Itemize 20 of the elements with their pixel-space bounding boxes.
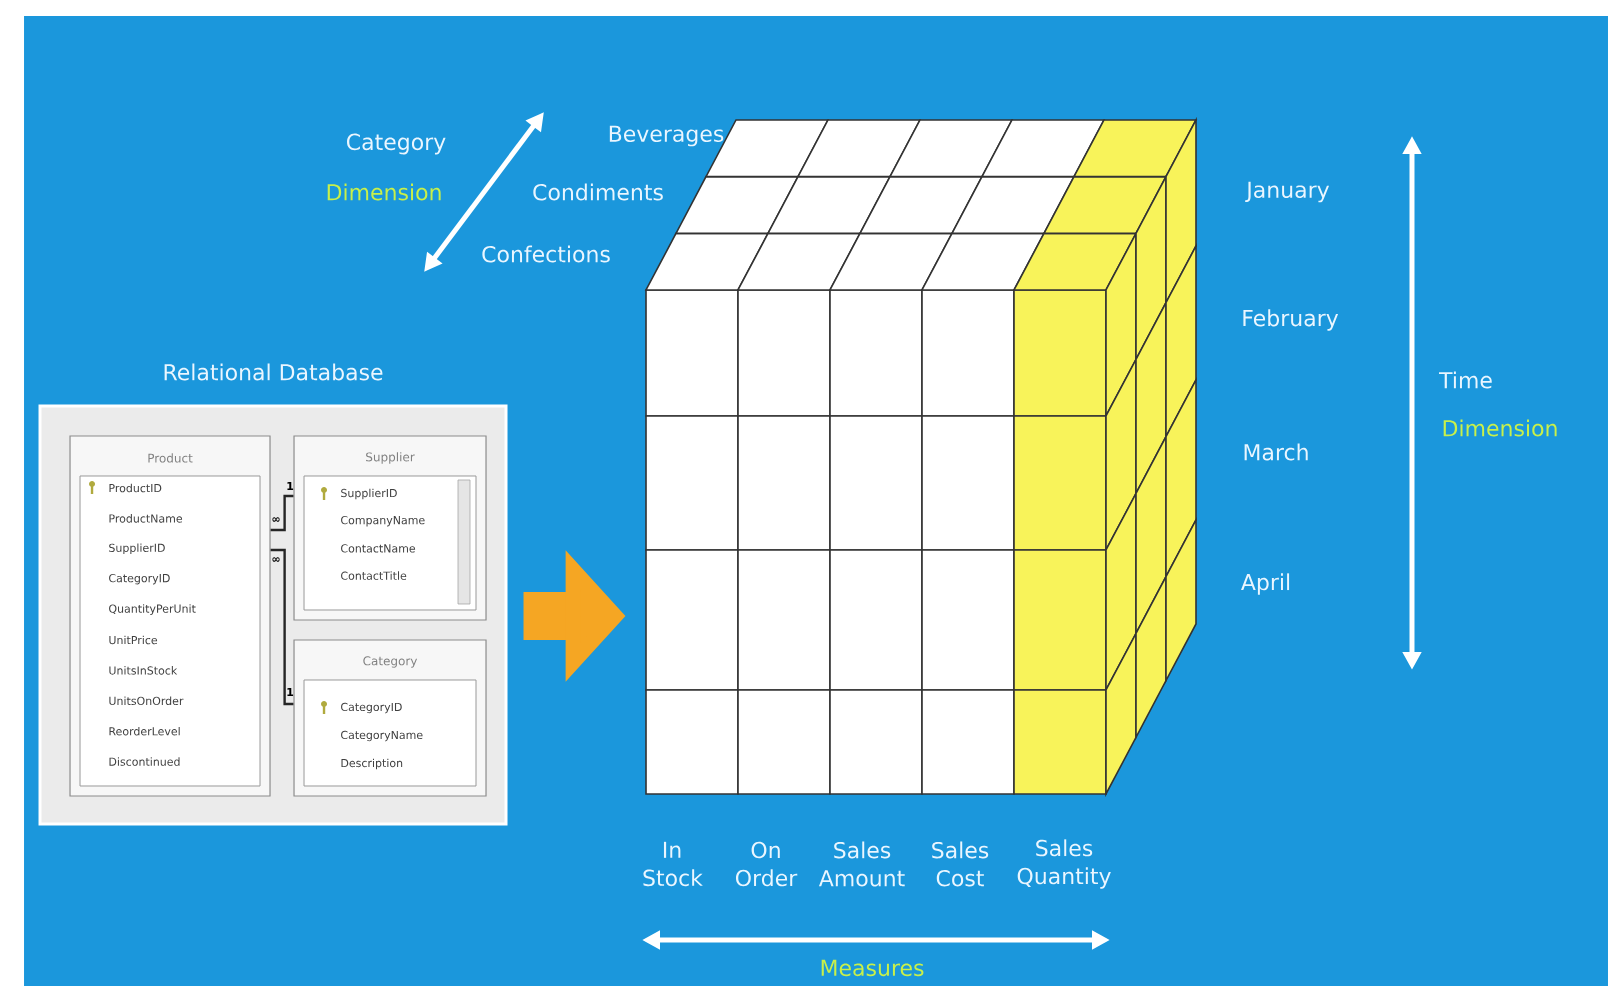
category-label: Condiments (533, 183, 663, 201)
month-label: January (1245, 181, 1330, 203)
axis-label: Time (1439, 371, 1492, 389)
measure-label: Sales Amount (818, 841, 905, 887)
relation-line (270, 494, 294, 532)
measure-label: Sales Cost (932, 841, 989, 887)
measure-label: On Order (735, 841, 798, 887)
month-label: February (1243, 309, 1339, 331)
measure-label: In Stock (643, 841, 703, 887)
month-label: April (1241, 573, 1290, 595)
axis-label: Category (347, 133, 446, 155)
month-label: March (1244, 443, 1308, 461)
relation-line (270, 548, 294, 706)
category-label: Confections (482, 245, 610, 263)
category-label: Beverages (609, 125, 724, 147)
panel-heading: Relational Database (164, 363, 383, 381)
axis-label: Measures (821, 959, 924, 977)
measure-label: Sales Quantity (1017, 839, 1111, 889)
axis-label: Dimension (1443, 419, 1557, 437)
axis-label: Dimension (327, 183, 441, 201)
